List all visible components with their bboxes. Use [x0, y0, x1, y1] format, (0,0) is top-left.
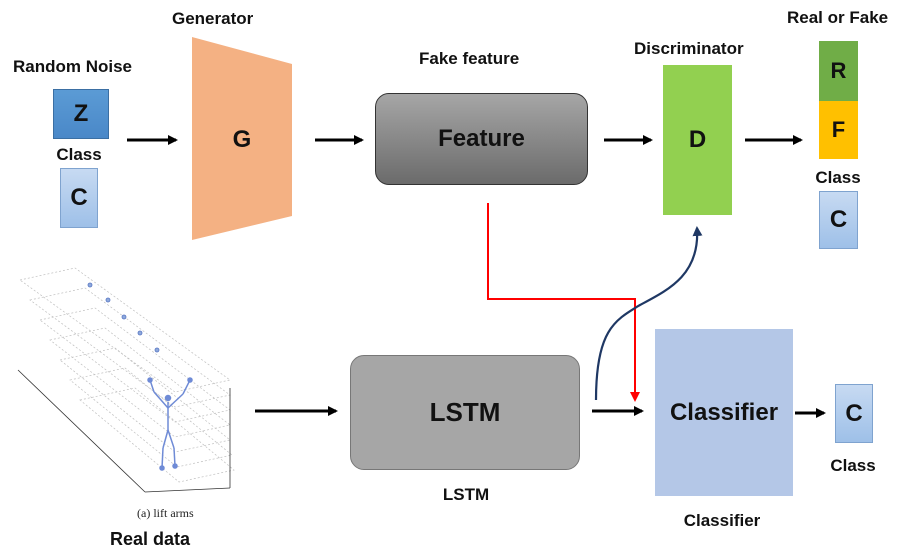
class-output-label: Class: [830, 456, 876, 475]
real-r-box: R: [819, 41, 858, 101]
fake-f-box: F: [819, 101, 858, 159]
random-noise-label: Random Noise: [13, 57, 133, 76]
skeleton-caption: (a) lift arms: [137, 506, 194, 520]
class-input-label: Class: [56, 145, 102, 164]
generator-g-label: G: [232, 126, 252, 153]
fake-feature-label: Fake feature: [419, 49, 520, 68]
real-or-fake-label: Real or Fake: [787, 8, 889, 27]
real-data-label: Real data: [110, 529, 191, 549]
classifier-box: Classifier: [655, 329, 793, 496]
feature-box: Feature: [375, 93, 588, 185]
arrow-feature-to-classifier: [487, 203, 640, 402]
discriminator-box: D: [663, 65, 732, 215]
generator-trapezoid: [192, 37, 292, 240]
arrow-lstm-to-discriminator: [594, 226, 703, 401]
generator-label: Generator: [172, 9, 254, 28]
class-disc-output-label: Class: [815, 168, 861, 187]
noise-z-box: Z: [53, 89, 109, 139]
lstm-box: LSTM: [350, 355, 580, 470]
discriminator-label: Discriminator: [634, 39, 744, 58]
class-c-output-box: C: [835, 384, 873, 443]
class-c-input-box: C: [60, 168, 98, 228]
classifier-caption: Classifier: [683, 511, 761, 530]
class-c-disc-box: C: [819, 191, 858, 249]
lstm-caption: LSTM: [442, 485, 490, 504]
